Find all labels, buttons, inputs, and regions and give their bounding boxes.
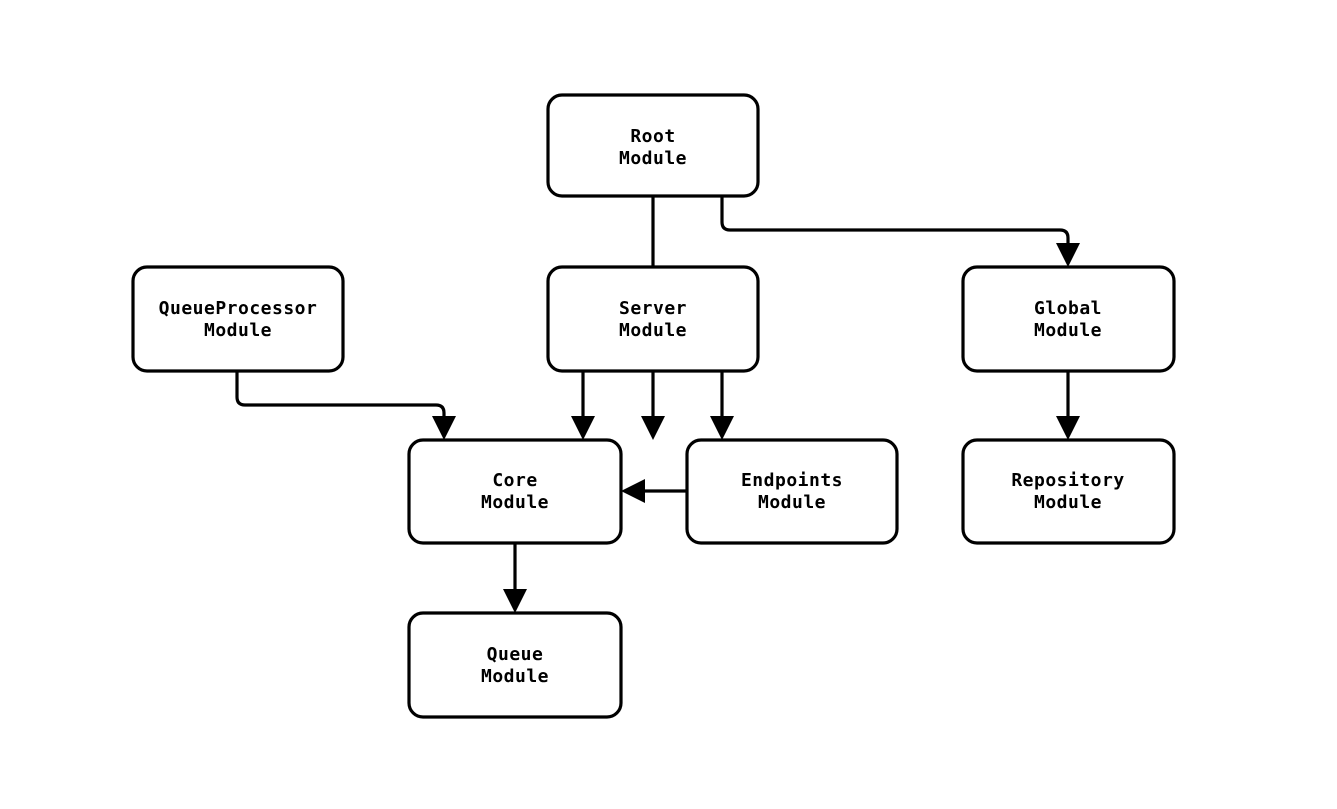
edge-server-to-core xyxy=(571,371,595,440)
edge-global-to-repository xyxy=(1056,371,1080,440)
arrowhead-icon xyxy=(432,416,456,440)
node-label-line2: Module xyxy=(619,320,687,341)
node-box[interactable] xyxy=(546,265,760,373)
node-label-line2: Module xyxy=(481,492,549,513)
node-label-line2: Module xyxy=(619,148,687,169)
node-label-line2: Module xyxy=(481,666,549,687)
node-server-module[interactable]: Server Module xyxy=(546,265,760,373)
edge-endpoints-to-core xyxy=(621,479,687,503)
edge-line xyxy=(235,371,446,424)
edge-queueprocessor-to-core xyxy=(235,371,456,440)
edge-layer xyxy=(235,196,1080,613)
node-label-line2: Module xyxy=(1034,320,1102,341)
node-label-line1: Core xyxy=(492,470,537,491)
node-endpoints-module[interactable]: Endpoints Module xyxy=(685,438,899,545)
node-label-line1: QueueProcessor xyxy=(159,298,318,319)
node-label-line1: Global xyxy=(1034,298,1102,319)
edge-root-to-global xyxy=(720,196,1080,267)
node-queueprocessor-module[interactable]: QueueProcessor Module xyxy=(131,265,345,373)
node-label-line1: Server xyxy=(619,298,687,319)
node-global-module[interactable]: Global Module xyxy=(961,265,1176,373)
node-queue-module[interactable]: Queue Module xyxy=(407,611,623,719)
arrowhead-icon xyxy=(1056,416,1080,440)
node-label-line2: Module xyxy=(204,320,272,341)
node-box[interactable] xyxy=(546,93,760,198)
arrowhead-icon xyxy=(710,416,734,440)
node-label-line1: Endpoints xyxy=(741,470,843,491)
node-box[interactable] xyxy=(407,438,623,545)
node-box[interactable] xyxy=(131,265,345,373)
arrowhead-icon xyxy=(621,479,645,503)
node-core-module[interactable]: Core Module xyxy=(407,438,623,545)
arrowhead-icon xyxy=(503,589,527,613)
node-box[interactable] xyxy=(961,265,1176,373)
edge-line xyxy=(720,196,1070,251)
arrowhead-icon xyxy=(1056,243,1080,267)
node-box[interactable] xyxy=(685,438,899,545)
node-repository-module[interactable]: Repository Module xyxy=(961,438,1176,545)
node-label-line2: Module xyxy=(1034,492,1102,513)
arrowhead-icon xyxy=(571,416,595,440)
node-label-line1: Root xyxy=(630,126,675,147)
edge-core-to-queue xyxy=(503,543,527,613)
node-root-module[interactable]: Root Module xyxy=(546,93,760,198)
node-label-line1: Repository xyxy=(1011,470,1124,491)
node-label-line1: Queue xyxy=(487,644,544,665)
node-box[interactable] xyxy=(407,611,623,719)
edge-server-to-endpoints xyxy=(710,371,734,440)
node-box[interactable] xyxy=(961,438,1176,545)
arrowhead-icon xyxy=(641,416,665,440)
node-label-line2: Module xyxy=(758,492,826,513)
node-layer: Root Module QueueProcessor Module Server… xyxy=(131,93,1176,719)
